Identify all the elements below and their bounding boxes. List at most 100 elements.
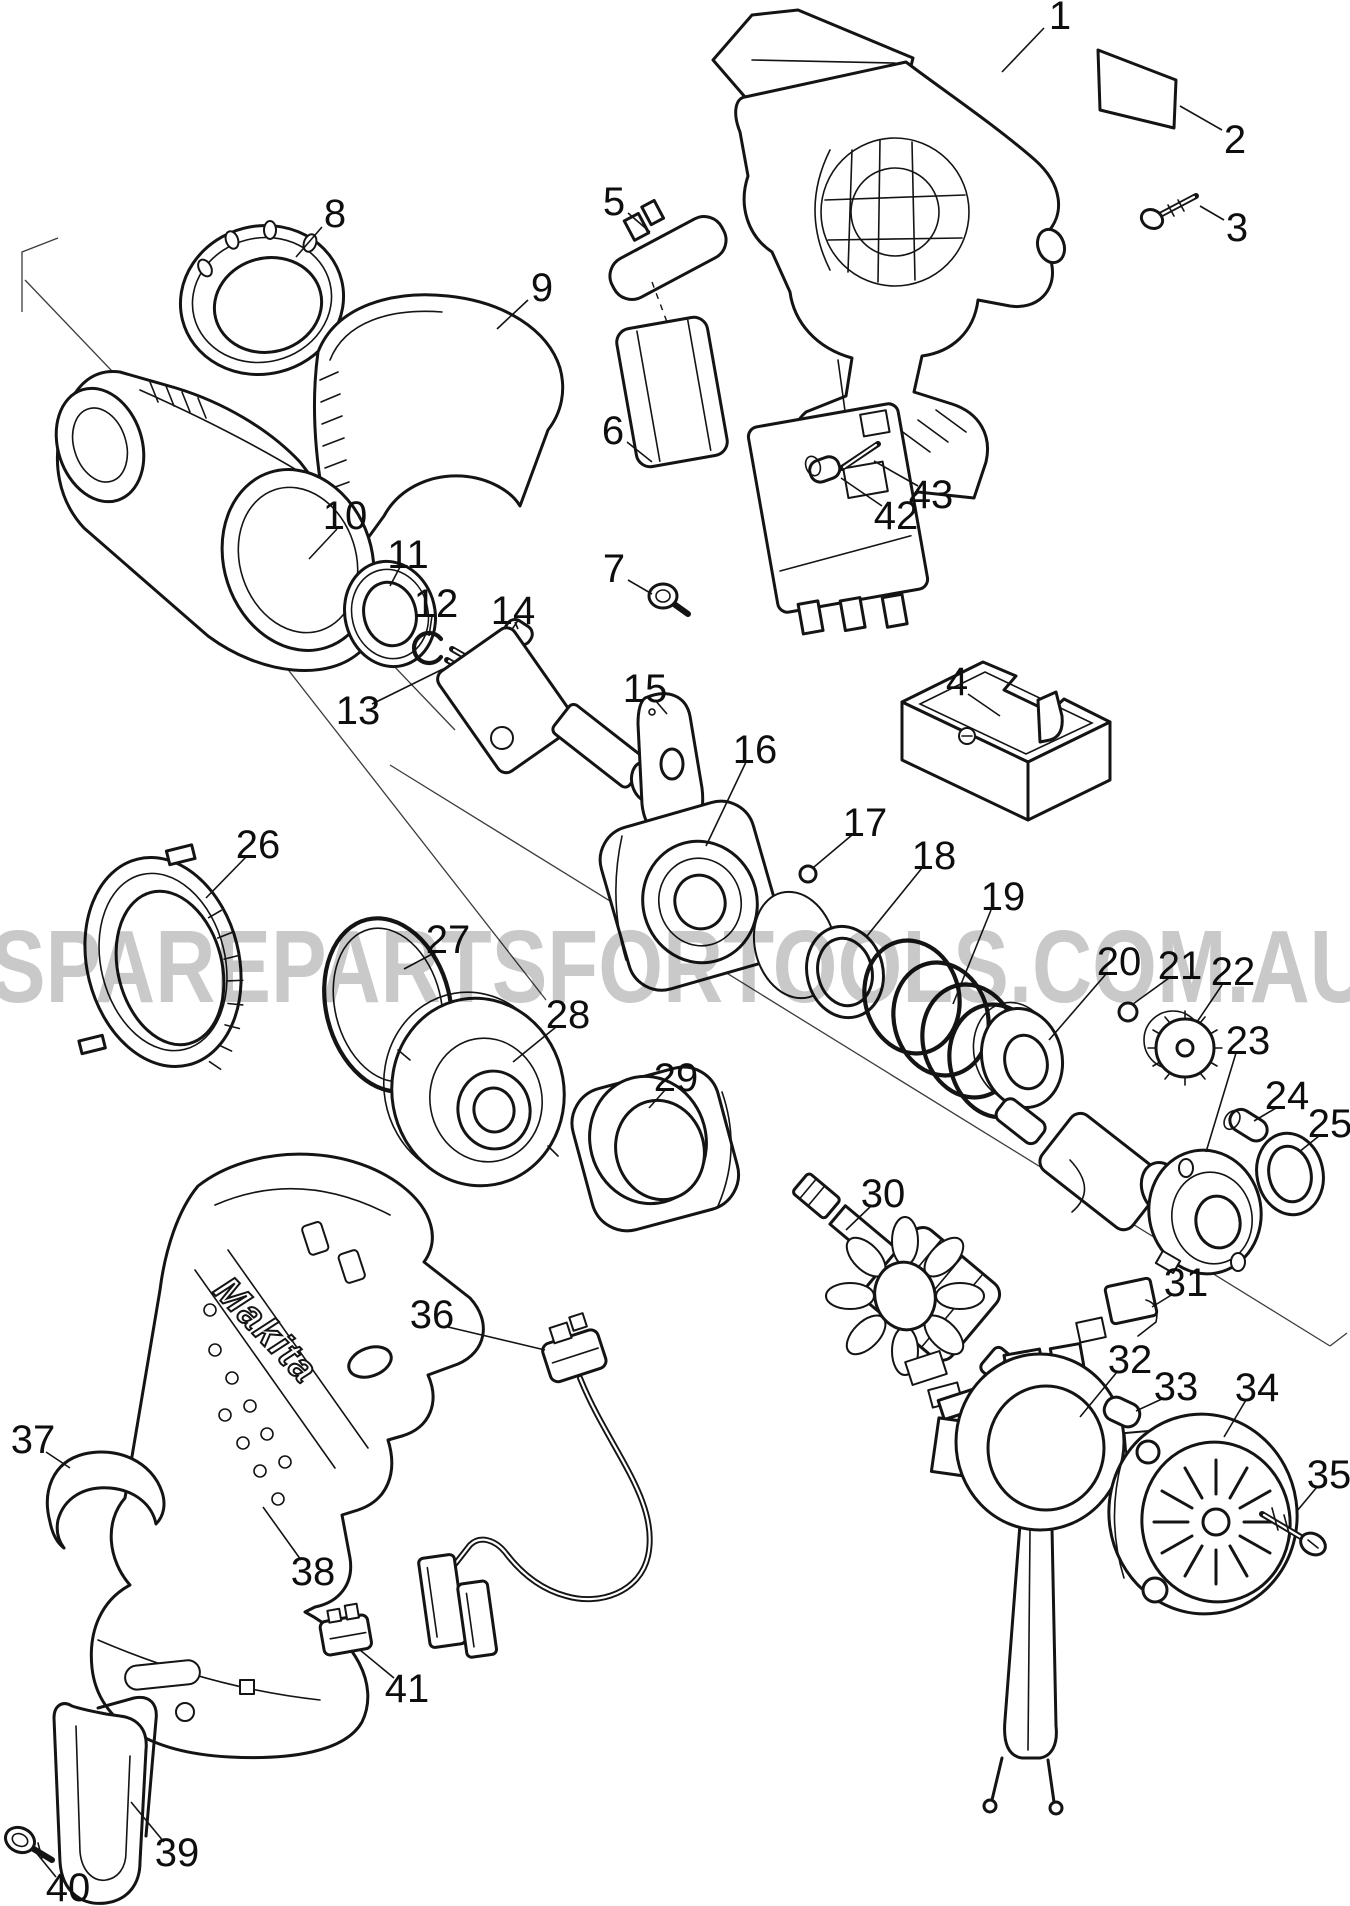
part-27-leader-line (403, 951, 437, 970)
part-22-leader-line (1196, 984, 1223, 1023)
part-3-number-label: 3 (1226, 206, 1248, 250)
part-35-screw (1259, 1507, 1327, 1557)
part-21-leader-line (1132, 977, 1170, 1005)
part-33-number-label: 33 (1154, 1365, 1199, 1409)
part-41-leader-line (359, 1649, 395, 1679)
part-11-number-label: 11 (387, 533, 429, 577)
part-26-number-label: 26 (236, 823, 281, 867)
part-14-number-label: 14 (491, 589, 536, 633)
part-36-lead-wire (417, 1312, 653, 1659)
part-28-leader-line (512, 1026, 557, 1063)
part-11-washer (342, 559, 438, 669)
part-24-number-label: 24 (1265, 1074, 1310, 1118)
part-21-number-label: 21 (1158, 944, 1203, 988)
part-32-leader-line (1079, 1371, 1118, 1418)
part-31-number-label: 31 (1164, 1261, 1209, 1305)
part-13-number-label: 13 (336, 689, 381, 733)
part-39-leader-line (130, 1801, 165, 1843)
part-7-number-label: 7 (603, 547, 625, 591)
part-1-housing-half (711, 8, 1067, 514)
part-10-leader-line (308, 528, 338, 560)
part-34-number-label: 34 (1235, 1366, 1280, 1410)
part-9-number-label: 9 (531, 266, 553, 310)
part-41-number-label: 41 (385, 1667, 430, 1711)
part-4-number-label: 4 (946, 660, 968, 704)
part-37-number-label: 37 (11, 1418, 56, 1462)
part-4-leader-line (967, 693, 1001, 717)
part-12-snap-ring (411, 630, 444, 666)
part-40-leader-line (33, 1849, 57, 1878)
part-18-number-label: 18 (912, 834, 957, 878)
part-3-leader-line (1199, 205, 1225, 221)
part-5-leader-line (627, 212, 651, 233)
part-29-leader-line (648, 1089, 666, 1109)
part-25-number-label: 25 (1308, 1102, 1350, 1146)
part-24-leader-line (1253, 1107, 1277, 1122)
part-25-washer (1255, 1131, 1325, 1217)
part-42-number-label: 42 (874, 494, 919, 538)
part-38-leader-line (262, 1506, 302, 1561)
part-11-leader-line (389, 566, 401, 587)
part-39-belt-clip (52, 1695, 158, 1905)
part-16-number-label: 16 (733, 728, 778, 772)
part-38-housing-handle: Makita (89, 1152, 485, 1760)
part-35-number-label: 35 (1307, 1453, 1350, 1497)
part-41-bit-holder (318, 1602, 373, 1657)
part-3-screw (1139, 193, 1199, 230)
part-17-leader-line (813, 834, 853, 868)
part-2-leader-line (1179, 105, 1223, 131)
part-43-leader-line (873, 460, 919, 487)
part-6-switch (615, 315, 930, 636)
part-20-washer (972, 1001, 1065, 1110)
part-23-leader-line (1205, 1052, 1237, 1153)
part-22-number-label: 22 (1211, 950, 1256, 994)
part-43-number-label: 43 (909, 473, 954, 517)
part-34-rear-cover (1107, 1412, 1299, 1616)
part-7-screw (647, 582, 691, 617)
part-43-pin (839, 441, 881, 471)
part-35-leader-line (1296, 1486, 1318, 1512)
part-9-bumper (313, 293, 565, 567)
part-39-number-label: 39 (155, 1831, 200, 1875)
part-8-leader-line (295, 226, 323, 258)
part-8-number-label: 8 (324, 192, 346, 236)
part-25-leader-line (1298, 1135, 1320, 1153)
part-19-number-label: 19 (981, 875, 1026, 919)
watermark-text: SPAREPARTSFORTOOLS.COM.AU (0, 909, 1350, 1024)
part-30-number-label: 30 (861, 1172, 906, 1216)
part-16-bearing-retainer (598, 799, 784, 992)
part-6-leader-line (626, 441, 653, 463)
part-40-number-label: 40 (46, 1866, 91, 1906)
part-26-ring-spring (77, 843, 244, 1071)
part-20-leader-line (1048, 973, 1107, 1041)
part-21-steel-ball (1117, 1001, 1139, 1023)
part-12-number-label: 12 (414, 582, 459, 626)
part-9-leader-line (496, 299, 529, 330)
part-27-number-label: 27 (426, 918, 471, 962)
part-40-screw (3, 1825, 55, 1863)
part-33-leader-line (1135, 1397, 1165, 1412)
part-5-number-label: 5 (603, 180, 625, 224)
part-28-number-label: 28 (546, 993, 591, 1037)
part-42-cushion (804, 455, 842, 484)
part-38-number-label: 38 (291, 1550, 336, 1594)
part-37-rubber-pad (45, 1450, 166, 1550)
part-15-anvil (436, 626, 705, 840)
part-10-hammer-case (54, 370, 382, 673)
part-2-number-label: 2 (1224, 118, 1246, 162)
part-7-leader-line (627, 579, 653, 595)
part-1-leader-line (1001, 27, 1045, 73)
part-29-case-nut (570, 1065, 741, 1233)
part-10-number-label: 10 (323, 494, 368, 538)
part-15-number-label: 15 (623, 667, 668, 711)
part-34-leader-line (1223, 1399, 1247, 1438)
part-29-number-label: 29 (654, 1056, 699, 1100)
part-17-number-label: 17 (843, 801, 888, 845)
part-8-ring (178, 220, 346, 376)
part-36-number-label: 36 (410, 1293, 455, 1337)
part-14-leader-line (514, 621, 519, 630)
part-33-brush (1102, 1395, 1142, 1429)
